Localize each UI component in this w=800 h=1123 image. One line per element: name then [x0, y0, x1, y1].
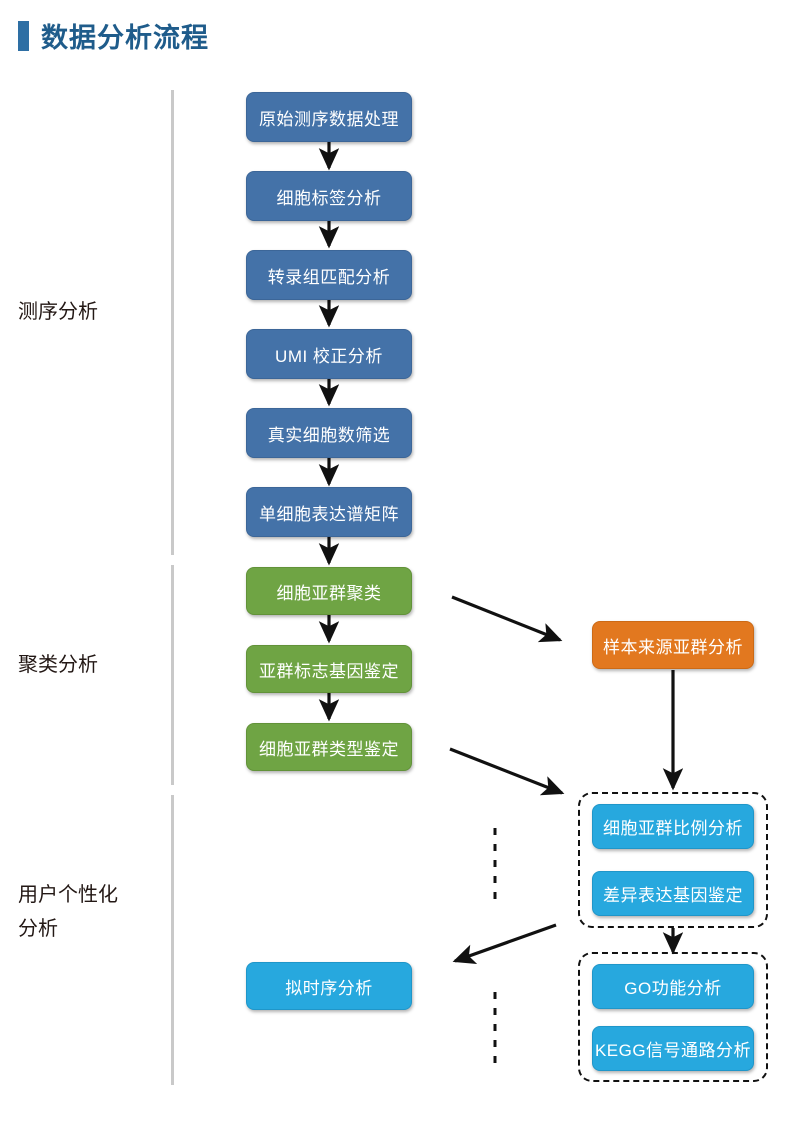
page-title: 数据分析流程 [41, 23, 209, 53]
title-accent-bar [18, 20, 29, 51]
dashed-group-enrichment-analysis [578, 952, 768, 1082]
node-true-cell-number-filtering[interactable]: 真实细胞数筛选 [246, 408, 412, 458]
node-single-cell-expression-matrix[interactable]: 单细胞表达谱矩阵 [246, 487, 412, 537]
node-kegg-pathway-analysis[interactable]: KEGG信号通路分析 [592, 1026, 754, 1071]
section-rule-sequencing [171, 90, 174, 555]
arrow-group1-n13 [452, 923, 557, 964]
node-cell-subpopulation-proportion-analysis[interactable]: 细胞亚群比例分析 [592, 804, 754, 849]
arrow-n7-n10 [451, 595, 563, 643]
section-rule-custom [171, 795, 174, 1085]
node-cell-barcode-analysis[interactable]: 细胞标签分析 [246, 171, 412, 221]
node-differential-expression-gene-identification[interactable]: 差异表达基因鉴定 [592, 871, 754, 916]
section-rule-clustering [171, 565, 174, 785]
node-sample-source-subpopulation-analysis[interactable]: 样本来源亚群分析 [592, 621, 754, 669]
arrow-n9-group1 [449, 747, 565, 796]
node-raw-sequencing-data-processing[interactable]: 原始测序数据处理 [246, 92, 412, 142]
section-label-sequencing: 测序分析 [18, 301, 98, 323]
node-umi-correction-analysis[interactable]: UMI 校正分析 [246, 329, 412, 379]
node-go-function-analysis[interactable]: GO功能分析 [592, 964, 754, 1009]
dashed-group-expression-analysis [578, 792, 768, 928]
section-label-custom: 用户个性化 分析 [18, 884, 118, 940]
node-cell-subpopulation-clustering[interactable]: 细胞亚群聚类 [246, 567, 412, 615]
section-label-clustering: 聚类分析 [18, 654, 98, 676]
page-header: 数据分析流程 [18, 16, 209, 55]
node-subpopulation-marker-gene-identification[interactable]: 亚群标志基因鉴定 [246, 645, 412, 693]
node-transcriptome-mapping-analysis[interactable]: 转录组匹配分析 [246, 250, 412, 300]
node-pseudotime-analysis[interactable]: 拟时序分析 [246, 962, 412, 1010]
node-cell-subpopulation-type-identification[interactable]: 细胞亚群类型鉴定 [246, 723, 412, 771]
